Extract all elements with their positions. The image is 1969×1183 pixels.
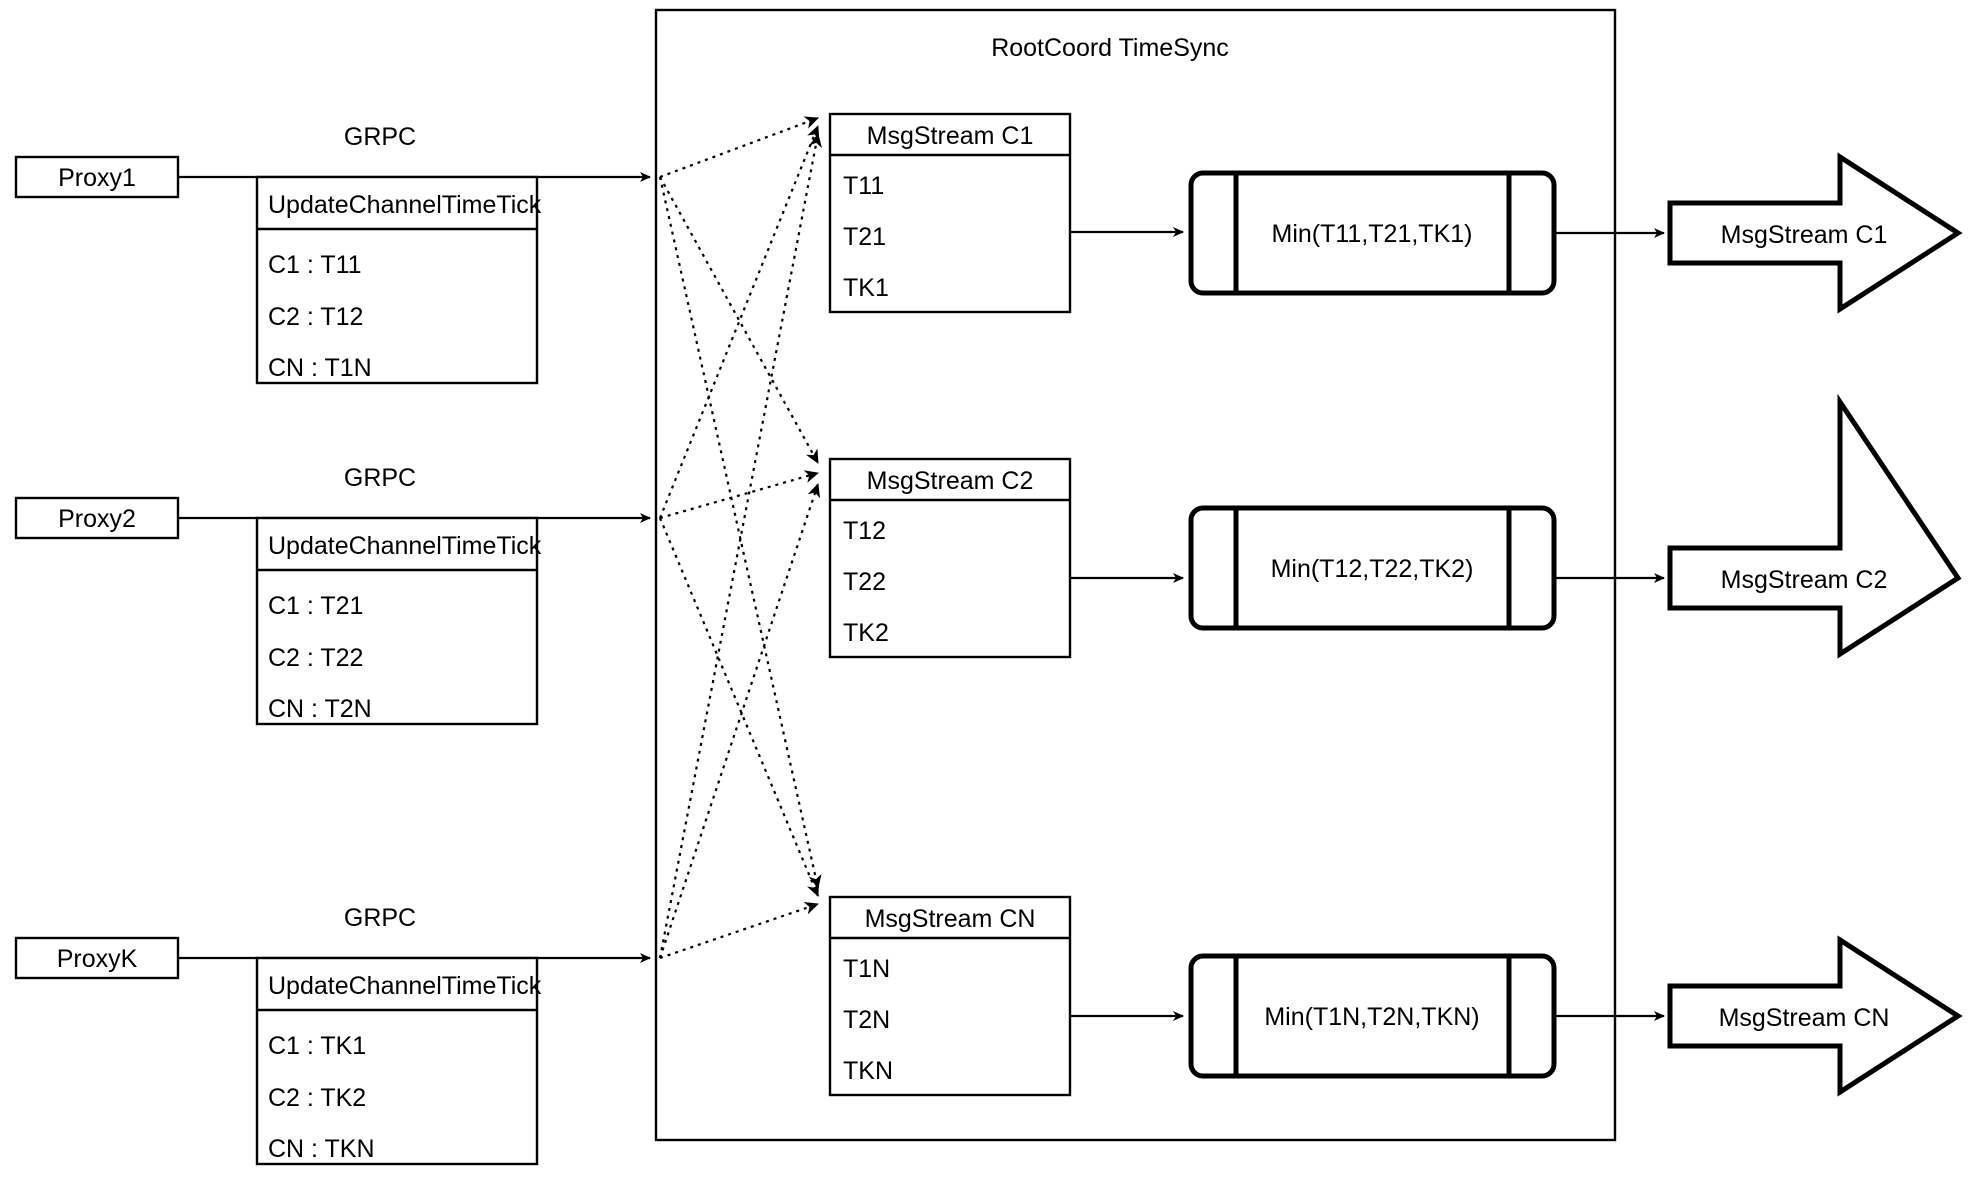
- msgstream-title-1: MsgStream C1: [867, 122, 1034, 150]
- dispatch-line-p1-cn: [658, 176, 822, 889]
- dispatch-line-p1-c2: [659, 176, 819, 464]
- grpc-link-label-2: GRPC: [344, 464, 416, 492]
- dispatch-line-p2-c1: [658, 125, 820, 519]
- rpc-box-1: [255, 175, 539, 385]
- rpc-title-1: UpdateChannelTimeTick: [268, 191, 542, 219]
- rpc-row-3-1: C2 : TK2: [268, 1084, 366, 1112]
- msgstream-box-2: [828, 457, 1072, 659]
- dispatch-line-pk-c2: [658, 483, 821, 959]
- grpc-link-label-1: GRPC: [344, 123, 416, 151]
- msgstream-title-3: MsgStream CN: [865, 905, 1036, 933]
- msgstream-row-3-2: TKN: [843, 1057, 893, 1085]
- rpc-row-1-2: CN : T1N: [268, 354, 372, 382]
- output-arrow-label-1: MsgStream C1: [1721, 221, 1888, 249]
- grpc-link-label-3: GRPC: [344, 904, 416, 932]
- output-arrow-label-3: MsgStream CN: [1719, 1004, 1890, 1032]
- rpc-box-2: [255, 516, 539, 726]
- rpc-title-2: UpdateChannelTimeTick: [268, 532, 542, 560]
- output-arrow-1: [1667, 152, 1963, 314]
- rpc-row-2-2: CN : T2N: [268, 695, 372, 723]
- rpc-row-1-1: C2 : T12: [268, 303, 363, 331]
- output-arrow-3: [1667, 935, 1963, 1097]
- rpc-row-2-0: C1 : T21: [268, 592, 363, 620]
- msgstream-row-1-2: TK1: [843, 274, 889, 302]
- rpc-row-1-0: C1 : T11: [268, 251, 362, 279]
- output-arrow-label-2: MsgStream C2: [1721, 566, 1888, 594]
- min-process-label-2: Min(T12,T22,TK2): [1271, 555, 1474, 583]
- rpc-row-3-0: C1 : TK1: [268, 1032, 366, 1060]
- proxy-box-2[interactable]: [14, 496, 180, 540]
- min-process-label-1: Min(T11,T21,TK1): [1272, 220, 1473, 248]
- proxy-box-1[interactable]: [14, 155, 180, 199]
- msgstream-box-3: [828, 895, 1072, 1097]
- rpc-row-3-2: CN : TKN: [268, 1135, 375, 1163]
- output-arrow-2: [1667, 393, 1962, 659]
- dispatch-line-p2-c2: [659, 470, 819, 520]
- proxy-label-1: Proxy1: [58, 164, 136, 192]
- rpc-row-2-1: C2 : T22: [268, 644, 363, 672]
- msgstream-row-3-1: T2N: [843, 1006, 890, 1034]
- min-process-label-3: Min(T1N,T2N,TKN): [1264, 1003, 1479, 1031]
- msgstream-row-1-0: T11: [843, 172, 884, 200]
- msgstream-row-2-0: T12: [843, 517, 886, 545]
- msgstream-row-2-2: TK2: [843, 619, 889, 647]
- min-process-box-2: [1188, 505, 1557, 631]
- proxy-label-2: Proxy2: [58, 505, 136, 533]
- msgstream-box-1: [828, 112, 1072, 314]
- proxy-box-3[interactable]: [14, 936, 180, 980]
- proxy-label-3: ProxyK: [57, 945, 138, 973]
- msgstream-row-1-1: T21: [843, 223, 886, 251]
- msgstream-row-2-1: T22: [843, 568, 886, 596]
- rpc-box-3: [255, 956, 539, 1166]
- rootcoord-timesync-title: RootCoord TimeSync: [991, 34, 1229, 62]
- msgstream-row-3-0: T1N: [843, 955, 890, 983]
- rpc-title-3: UpdateChannelTimeTick: [268, 972, 542, 1000]
- msgstream-title-2: MsgStream C2: [867, 467, 1034, 495]
